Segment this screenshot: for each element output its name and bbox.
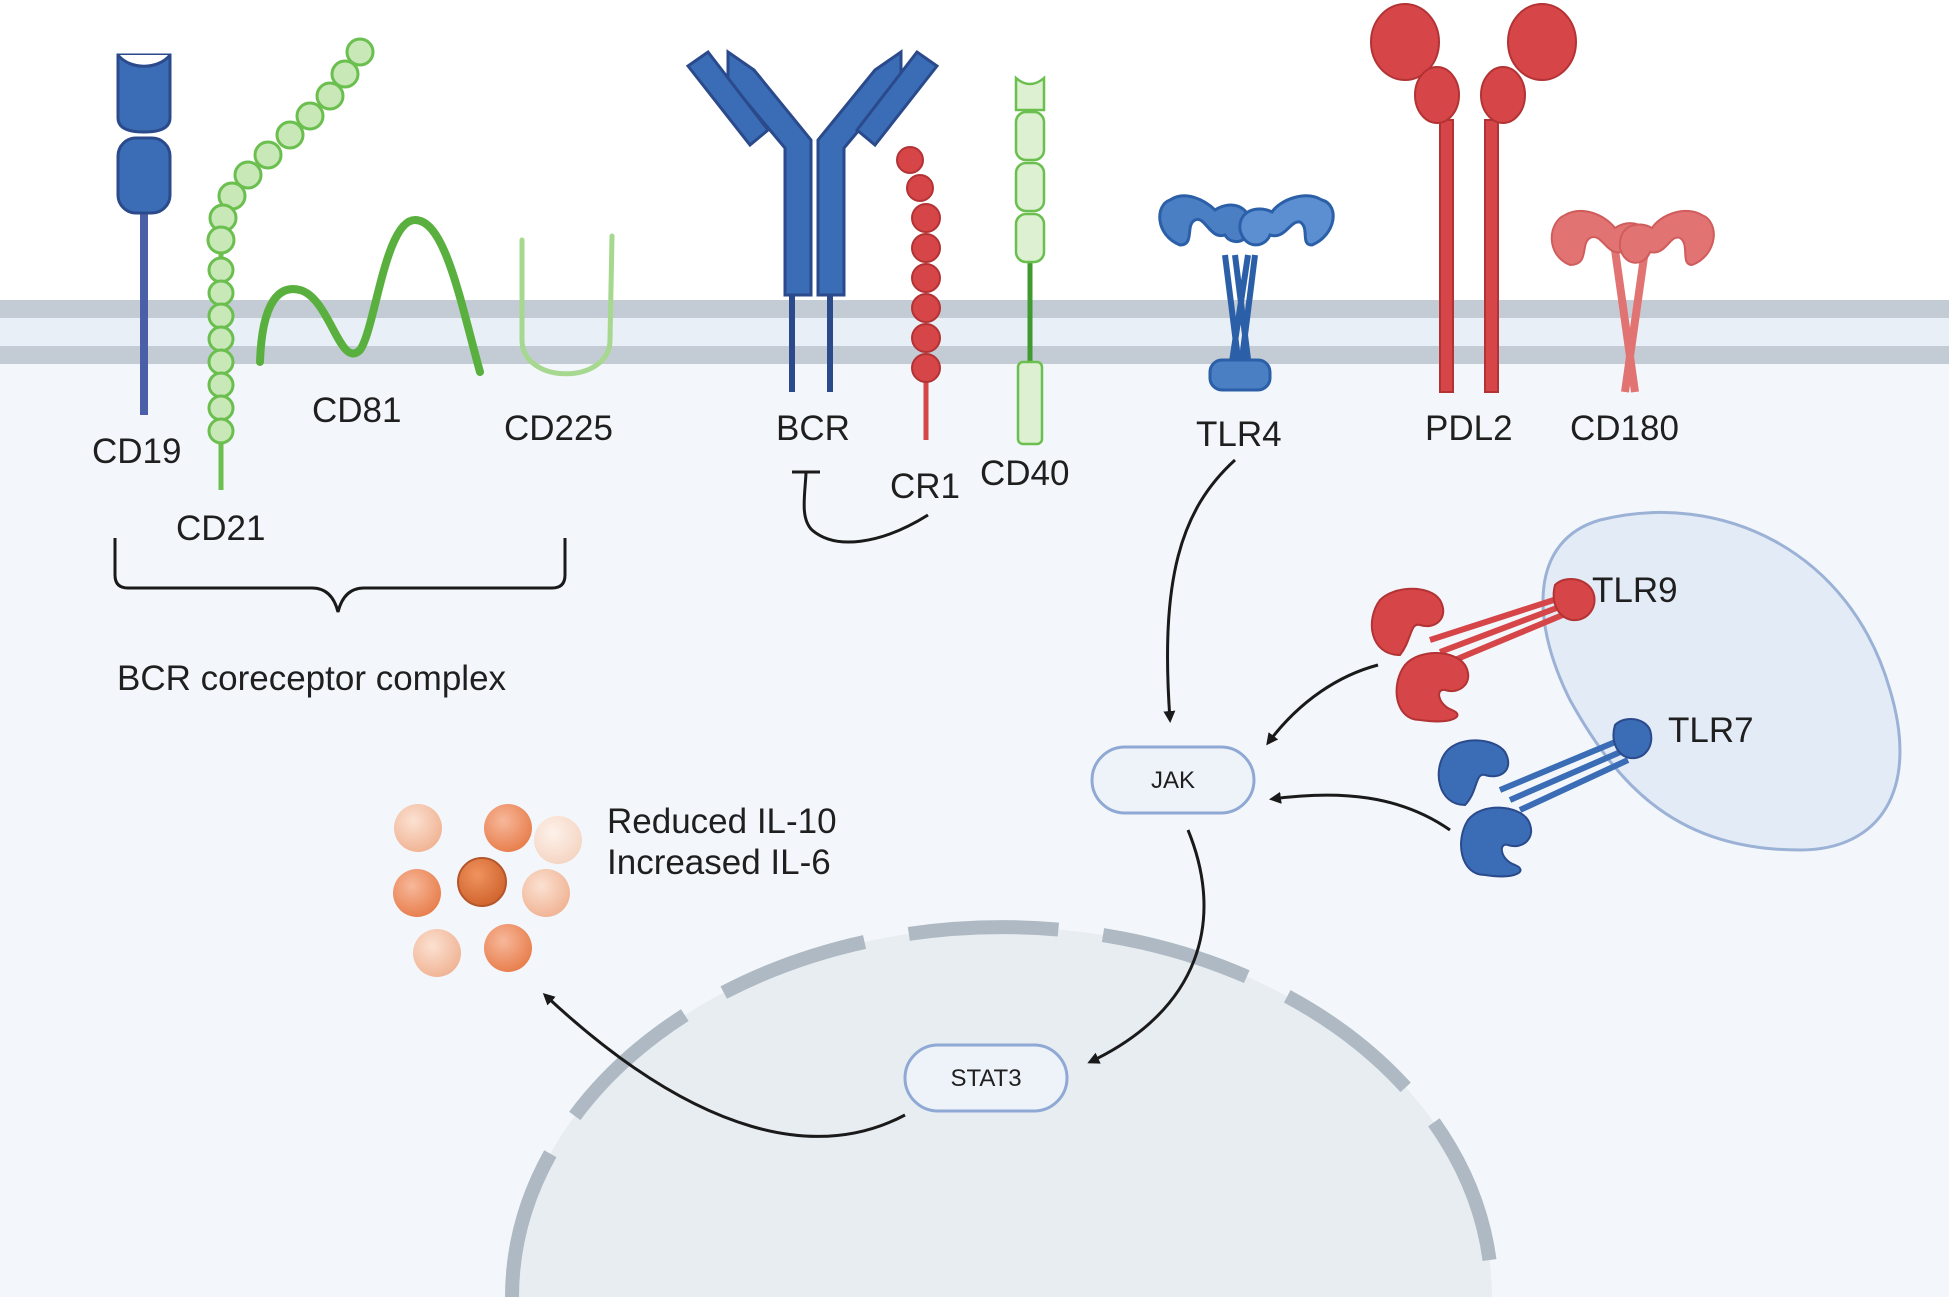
cd19-receptor [116, 53, 172, 415]
tlr4-label: TLR4 [1196, 415, 1282, 454]
cd81-label: CD81 [312, 391, 401, 430]
arrow-tlr7-to-jak [1269, 791, 1451, 832]
arrow-stat3-to-cytokines [542, 992, 906, 1138]
cytokine-text-1: Reduced IL-10 [607, 802, 837, 841]
endosome [1541, 511, 1902, 852]
pdl2-receptor [1370, 3, 1577, 393]
stat3-label: STAT3 [950, 1065, 1021, 1092]
tlr7-label: TLR7 [1668, 711, 1754, 750]
tlr4-receptor [1158, 194, 1335, 392]
cd180-label: CD180 [1570, 409, 1679, 448]
cytokine-text-2: Increased IL-6 [607, 843, 831, 882]
cr1-inhibits-bcr [792, 470, 929, 544]
bcr-receptor [685, 49, 940, 392]
tlr9-receptor [1370, 578, 1596, 723]
pdl2-label: PDL2 [1425, 409, 1513, 448]
arrow-jak-to-stat3 [1087, 829, 1206, 1064]
cd21-receptor [206, 37, 375, 490]
cd180-receptor [1550, 209, 1715, 393]
cd40-receptor [1014, 75, 1046, 446]
bcr-label: BCR [776, 409, 850, 448]
stat3-node: STAT3 [903, 1043, 1069, 1113]
arrow-tlr9-to-jak [1266, 663, 1379, 746]
arrow-tlr4-to-jak [1163, 458, 1237, 723]
cd19-label: CD19 [92, 432, 181, 471]
coreceptor-brace [113, 538, 567, 613]
bcr-complex-label: BCR coreceptor complex [117, 659, 507, 698]
cell-membrane [0, 300, 1949, 364]
jak-node: JAK [1090, 745, 1256, 815]
tlr9-label: TLR9 [1592, 571, 1678, 610]
cd81-receptor [256, 215, 484, 376]
cd40-label: CD40 [980, 454, 1069, 493]
tlr7-receptor [1437, 718, 1653, 878]
cd225-receptor [519, 233, 615, 377]
cr1-receptor [896, 146, 941, 440]
cr1-label: CR1 [890, 467, 960, 506]
jak-label: JAK [1151, 767, 1195, 794]
cd225-label: CD225 [504, 409, 613, 448]
cd21-label: CD21 [176, 509, 265, 548]
cytokine-cluster [393, 804, 582, 977]
